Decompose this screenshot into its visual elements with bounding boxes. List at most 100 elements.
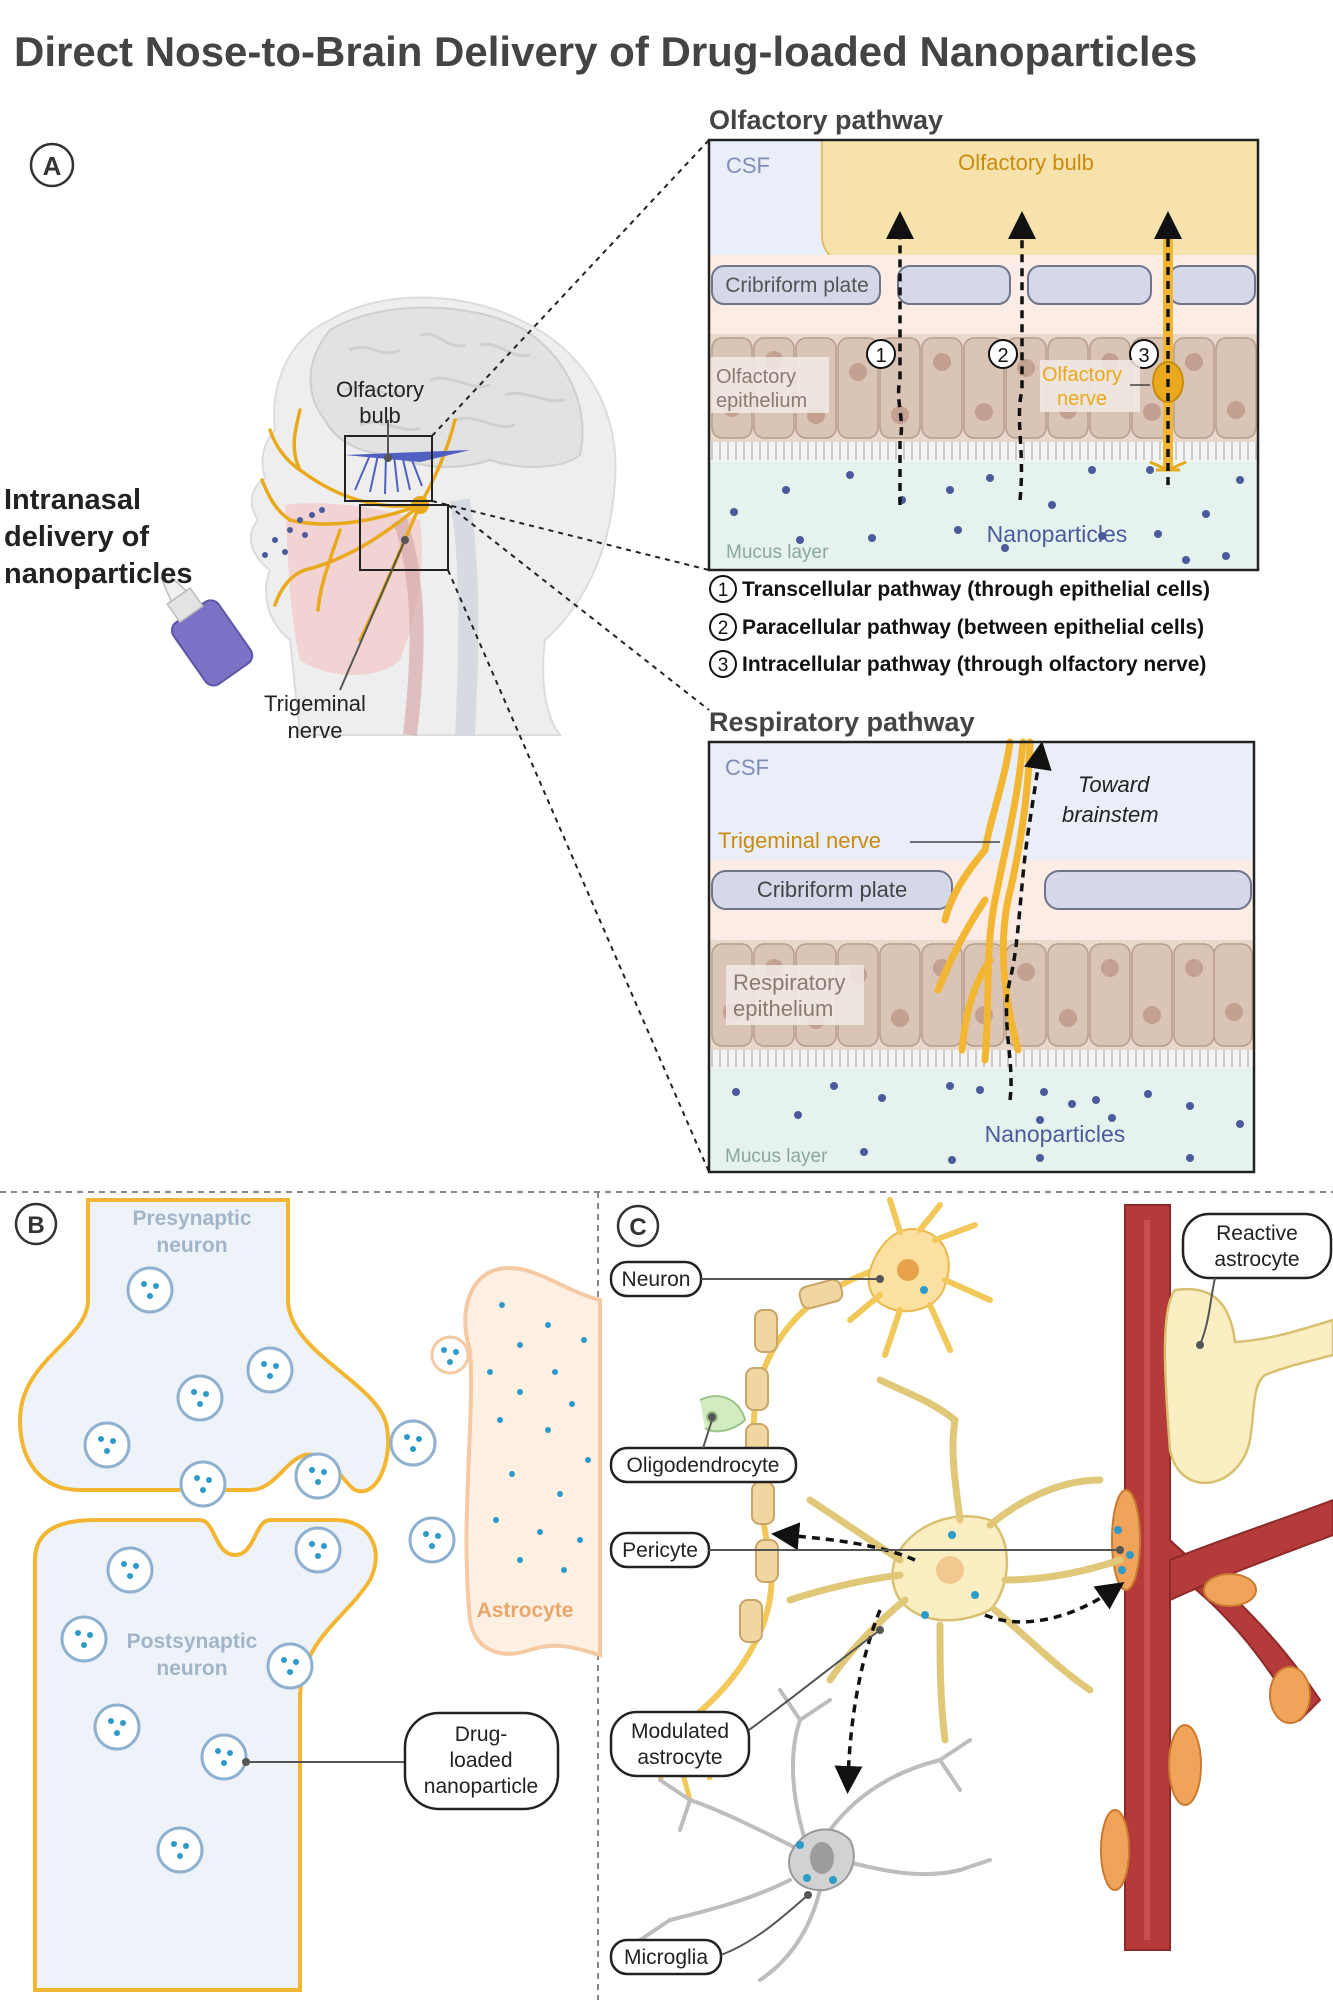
microglia-cell <box>638 1688 992 1982</box>
reactive-line2: astrocyte <box>1214 1248 1299 1271</box>
respiratory-nanoparticles <box>732 1082 1244 1164</box>
drug-nanoparticle-pointer-dot <box>242 1758 250 1766</box>
neuron-cell <box>847 1197 993 1358</box>
legend-num-2: 2 <box>718 618 729 639</box>
reactive-astrocyte-shape <box>1163 1287 1333 1485</box>
respiratory-trigeminal-nerve <box>934 738 1034 1064</box>
nasal-spray-bottle <box>160 572 254 687</box>
oligodendrocyte-label: Oligodendrocyte <box>627 1454 780 1477</box>
synaptic-vesicles <box>60 1266 470 1874</box>
respiratory-epithelium-line1: Respiratory <box>733 970 845 995</box>
intranasal-label-line2: delivery of <box>4 521 149 553</box>
trigeminal-label-line2: nerve <box>287 718 342 743</box>
panel-a-badge <box>29 142 75 188</box>
olfactory-bulb-shape <box>345 450 470 462</box>
intranasal-label-line3: nanoparticles <box>4 558 193 590</box>
olfactory-route-markers: 1 2 3 <box>866 339 1159 369</box>
respiratory-pathway-panel: Respiratory pathway <box>707 707 1256 1174</box>
olfactory-bulb-label-line1: Olfactory <box>336 377 424 402</box>
olfactory-epithelium-line2: epithelium <box>716 390 807 412</box>
vesicle-contents <box>75 1281 459 1859</box>
reactive-line1: Reactive <box>1216 1222 1298 1245</box>
head-illustration <box>160 296 617 736</box>
presynaptic-line2: neuron <box>156 1234 227 1257</box>
panel-b-badge <box>14 1202 58 1246</box>
legend-text-3: Intracellular pathway (through olfactory… <box>742 653 1206 676</box>
panel-c: C <box>609 1197 1333 1982</box>
olfactory-mucus-label: Mucus layer <box>726 542 829 563</box>
respiratory-cribriform-label: Cribriform plate <box>757 877 907 902</box>
astrocyte-b <box>463 1266 602 1658</box>
astrocyte-b-label: Astrocyte <box>477 1599 574 1622</box>
olfactory-epithelium-line1: Olfactory <box>716 366 796 388</box>
legend-item-2: 2 Paracellular pathway (between epitheli… <box>709 613 1204 641</box>
olfactory-nerve-line1: Olfactory <box>1042 364 1122 386</box>
drug-line3: nanoparticle <box>424 1775 538 1798</box>
olfactory-bulb-fibers <box>354 454 423 495</box>
legend-item-1: 1 Transcellular pathway (through epithel… <box>709 575 1210 603</box>
olfactory-pathway-panel: Olfactory pathway <box>707 105 1260 572</box>
zoom-connectors <box>431 139 710 1173</box>
legend-text-2: Paracellular pathway (between epithelial… <box>742 616 1204 639</box>
drug-line1: Drug- <box>455 1723 508 1746</box>
panel-a-label: A <box>43 151 62 181</box>
modulated-astrocyte-callout: Modulated astrocyte <box>609 1626 884 1778</box>
olfactory-marker-2: 2 <box>997 345 1008 367</box>
olfactory-marker-3: 3 <box>1138 345 1149 367</box>
microglia-callout: Microglia <box>609 1891 812 1976</box>
respiratory-cribriform-plates <box>711 870 1252 910</box>
respiratory-route-arrow <box>1004 741 1052 1101</box>
neuron-label: Neuron <box>622 1268 691 1291</box>
respiratory-zoom-box <box>359 504 449 571</box>
modulated-line2: astrocyte <box>637 1746 722 1769</box>
respiratory-panel-frame <box>707 740 1256 1174</box>
legend-num-1: 1 <box>718 580 729 601</box>
oligodendrocyte-cell <box>699 1395 747 1433</box>
respiratory-epithelium-line2: epithelium <box>733 996 833 1021</box>
respiratory-cilia-band <box>709 1050 1254 1068</box>
respiratory-cilia <box>711 1050 1249 1067</box>
olfactory-cilia <box>711 442 1257 460</box>
olfactory-cribriform-label: Cribriform plate <box>725 274 869 297</box>
trigeminal-pointer <box>339 539 406 691</box>
respiratory-mucus-region <box>709 1068 1254 1172</box>
presynaptic-line1: Presynaptic <box>132 1207 251 1230</box>
panel-a: A <box>4 139 710 1173</box>
respiratory-mucus-label: Mucus layer <box>725 1146 828 1167</box>
microglia-label: Microglia <box>624 1946 708 1969</box>
respiratory-nanoparticles-label: Nanoparticles <box>985 1121 1126 1147</box>
olfactory-marker-1: 1 <box>875 345 886 367</box>
postsynaptic-line1: Postsynaptic <box>127 1630 258 1653</box>
legend-num-3: 3 <box>718 655 729 676</box>
panel-b-label: B <box>27 1212 44 1239</box>
drug-nanoparticle-callout <box>403 1711 560 1811</box>
olfactory-heading: Olfactory pathway <box>709 105 943 135</box>
toward-brainstem-line1: Toward <box>1078 772 1150 797</box>
neuron-callout: Neuron <box>609 1260 884 1298</box>
olfactory-route-arrows <box>886 211 1182 505</box>
respiratory-epithelium-label-bg <box>726 965 864 1025</box>
drug-line2: loaded <box>449 1749 512 1772</box>
inhaled-particles <box>262 507 325 558</box>
pericyte-label: Pericyte <box>622 1539 698 1562</box>
astrocyte-b-particles <box>487 1302 591 1573</box>
respiratory-trigeminal-label: Trigeminal nerve <box>718 828 881 853</box>
postsynaptic-line2: neuron <box>156 1657 227 1680</box>
olfactory-bulb-label: Olfactory bulb <box>958 150 1094 175</box>
modulated-line1: Modulated <box>631 1720 729 1743</box>
olfactory-nanoparticles <box>730 466 1244 564</box>
olfactory-panel-frame <box>707 138 1260 572</box>
pericyte-nanoparticles <box>1114 1526 1134 1574</box>
pericytes <box>1100 1489 1311 1891</box>
panel-b: B <box>14 1198 602 1992</box>
pericyte-callout: Pericyte <box>609 1531 1124 1569</box>
panel-c-label: C <box>629 1214 646 1241</box>
olfactory-epithelium-label-bg <box>711 357 829 413</box>
respiratory-heading: Respiratory pathway <box>709 707 975 737</box>
reactive-astrocyte-callout: Reactive astrocyte <box>1181 1212 1333 1349</box>
figure-title: Direct Nose-to-Brain Delivery of Drug-lo… <box>14 28 1197 75</box>
oligodendrocyte-callout: Oligodendrocyte <box>609 1413 798 1484</box>
modulated-astrocyte-cell <box>786 1376 1124 1744</box>
